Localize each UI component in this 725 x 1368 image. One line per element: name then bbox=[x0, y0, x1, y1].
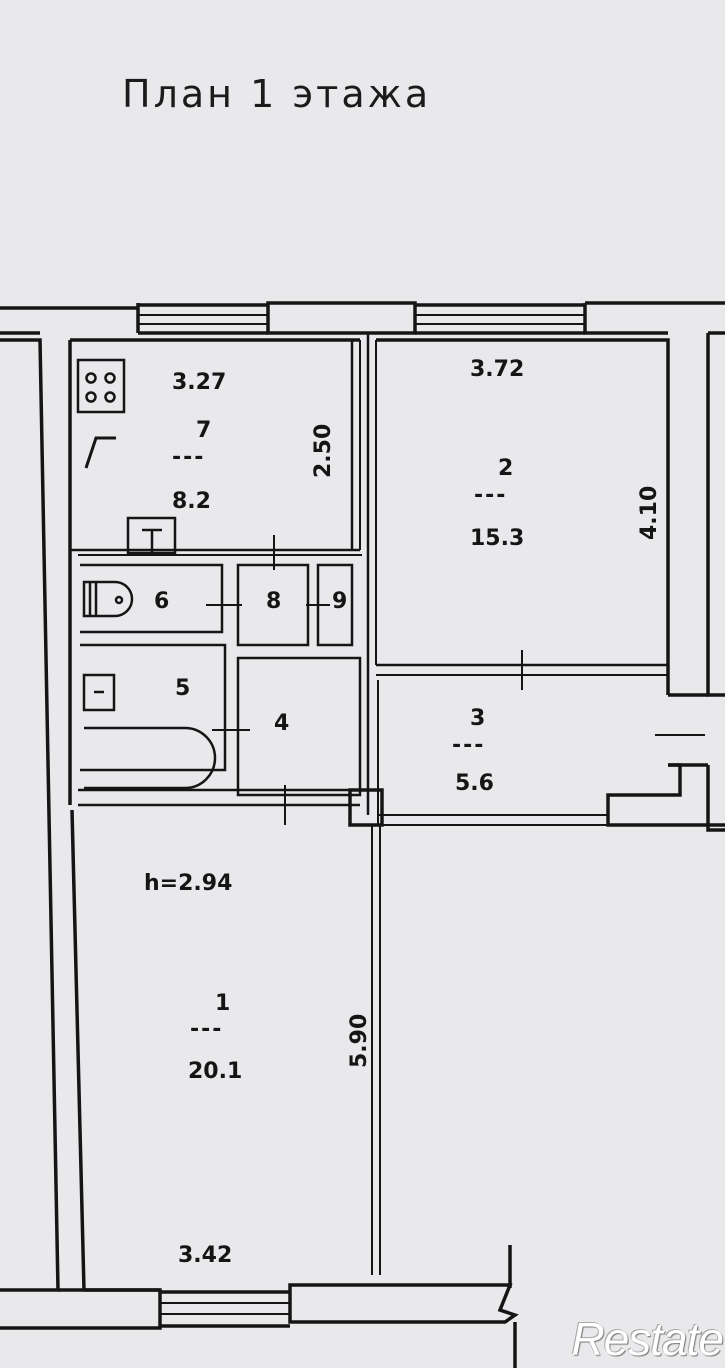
room-3-separator: --- bbox=[452, 733, 485, 758]
room-2-length: 4.10 bbox=[637, 486, 662, 540]
bathtub-icon bbox=[82, 673, 217, 790]
room-9-number: 9 bbox=[332, 589, 347, 614]
room-1-separator: --- bbox=[190, 1017, 223, 1042]
room-2-separator: --- bbox=[474, 483, 507, 508]
room-2-width: 3.72 bbox=[470, 357, 524, 382]
plan-title: План 1 этажа bbox=[122, 72, 432, 116]
window-room-1 bbox=[160, 1290, 290, 1328]
room-3-area: 5.6 bbox=[455, 771, 494, 796]
table-icon bbox=[126, 516, 177, 555]
room-1-width: 3.42 bbox=[178, 1243, 232, 1268]
toilet-icon bbox=[82, 580, 134, 618]
room-1-length: 5.90 bbox=[347, 1014, 372, 1068]
room-1-number: 1 bbox=[215, 991, 230, 1016]
room-7-area: 8.2 bbox=[172, 489, 211, 514]
window-kitchen bbox=[138, 303, 268, 335]
room-7-separator: --- bbox=[172, 445, 205, 470]
room-3-number: 3 bbox=[470, 706, 485, 731]
room-2-number: 2 bbox=[498, 456, 513, 481]
room-2-area: 15.3 bbox=[470, 526, 524, 551]
room-7-width: 3.27 bbox=[172, 370, 226, 395]
window-room-2 bbox=[415, 303, 585, 335]
room-1-area: 20.1 bbox=[188, 1059, 242, 1084]
watermark-logo: Restate bbox=[571, 1313, 724, 1365]
sink-icon bbox=[84, 436, 116, 469]
room-4-number: 4 bbox=[274, 711, 289, 736]
ceiling-height: h=2.94 bbox=[144, 871, 232, 896]
room-5-number: 5 bbox=[175, 676, 190, 701]
room-7-length: 2.50 bbox=[311, 424, 336, 478]
room-6-number: 6 bbox=[154, 589, 169, 614]
room-8-number: 8 bbox=[266, 589, 281, 614]
stove-icon bbox=[76, 358, 126, 414]
room-7-number: 7 bbox=[196, 418, 211, 443]
